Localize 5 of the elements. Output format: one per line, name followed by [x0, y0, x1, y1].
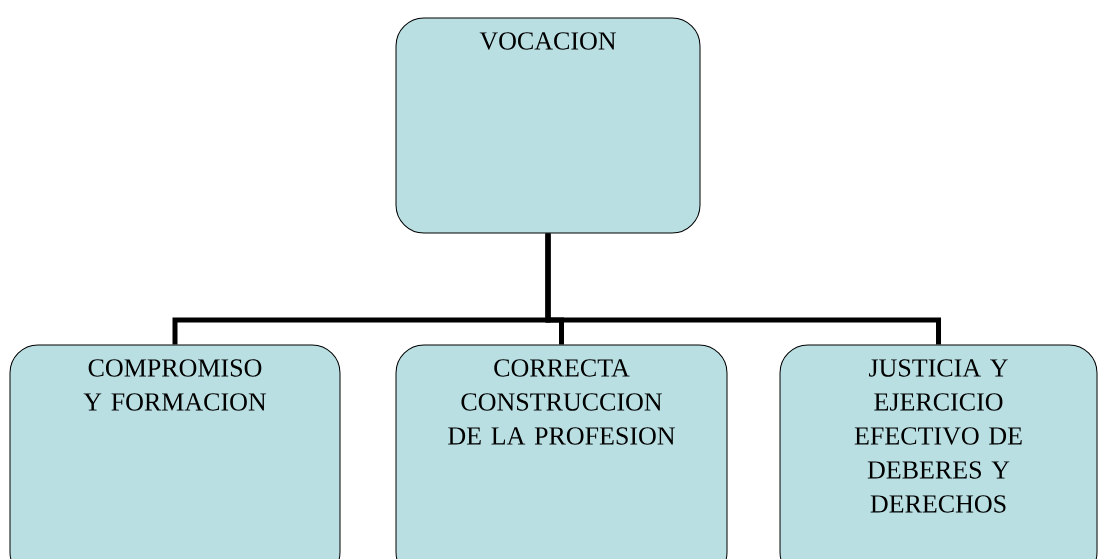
connector-line [545, 233, 941, 345]
process-box: CORRECTA CONSTRUCCION DE LA PROFESION [395, 344, 728, 559]
process-box: COMPROMISO Y FORMACION [9, 344, 341, 559]
process-box: JUSTICIA Y EJERCICIO EFECTIVO DE DEBERES Y DERECHOS [779, 344, 1098, 559]
process-box: VOCACION [395, 17, 701, 234]
